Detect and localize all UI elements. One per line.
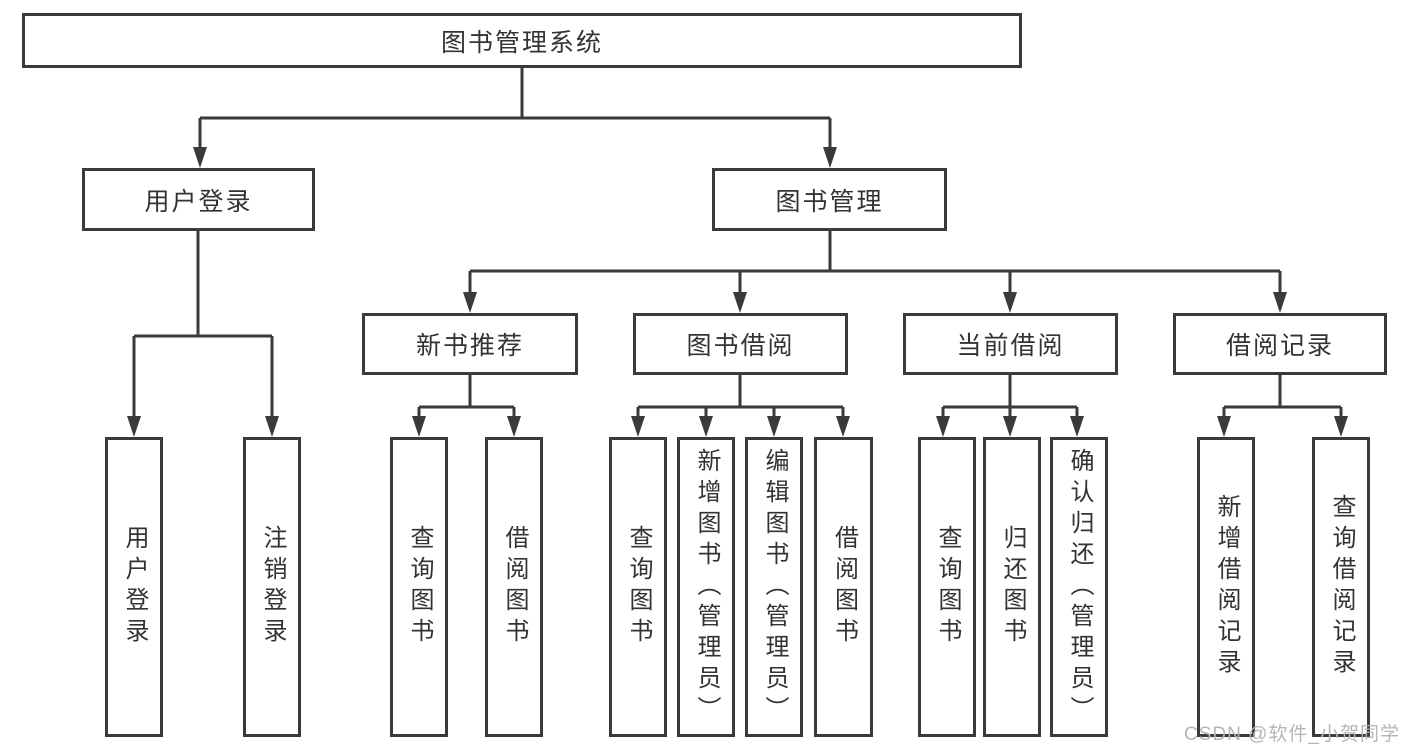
node-borrowing-records: 借阅记录: [1173, 313, 1387, 375]
leaf-confirm-return-admin: 确认归还（管理员）: [1050, 437, 1108, 737]
leaf-query-books-borrowing: 查询图书: [609, 437, 667, 737]
leaf-query-borrow-record: 查询借阅记录: [1312, 437, 1370, 737]
node-book-management: 图书管理: [712, 168, 947, 231]
leaf-return-books: 归还图书: [983, 437, 1041, 737]
leaf-logout: 注销登录: [243, 437, 301, 737]
node-new-book-recommendation: 新书推荐: [362, 313, 578, 375]
node-current-borrowing: 当前借阅: [903, 313, 1118, 375]
node-book-borrowing: 图书借阅: [633, 313, 848, 375]
node-library-management-system: 图书管理系统: [22, 13, 1022, 68]
leaf-borrow-books-borrowing: 借阅图书: [814, 437, 873, 737]
csdn-watermark: CSDN @软件_小贺同学: [1184, 724, 1400, 745]
leaf-borrow-books-recommend: 借阅图书: [485, 437, 543, 737]
leaf-add-borrow-record: 新增借阅记录: [1197, 437, 1255, 737]
leaf-add-books-admin: 新增图书（管理员）: [677, 437, 735, 737]
leaf-user-login: 用户登录: [105, 437, 163, 737]
leaf-query-books-recommend: 查询图书: [390, 437, 448, 737]
node-user-login: 用户登录: [82, 168, 315, 231]
leaf-query-books-current: 查询图书: [918, 437, 976, 737]
leaf-edit-books-admin: 编辑图书（管理员）: [745, 437, 803, 737]
